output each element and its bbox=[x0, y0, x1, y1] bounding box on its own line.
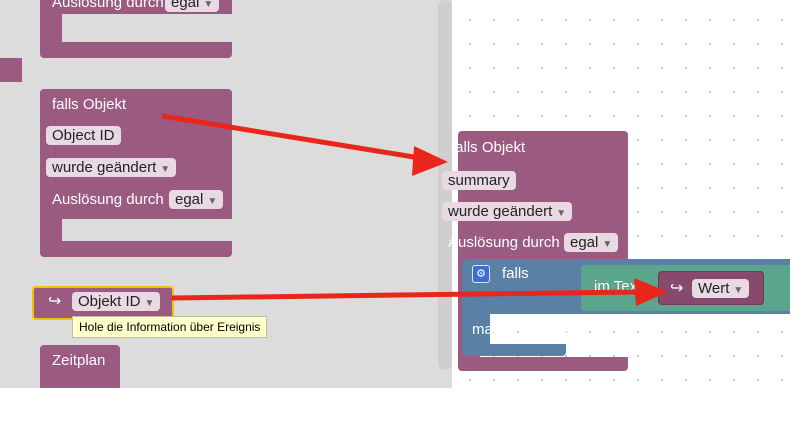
if-rail bbox=[462, 314, 490, 344]
chevron-down-icon: ▼ bbox=[602, 239, 613, 250]
trigger-label: Auslösung durch bbox=[52, 0, 164, 11]
event-value: wurde geändert bbox=[52, 159, 157, 176]
if-block-bottom bbox=[462, 344, 566, 356]
arrow-line-value bbox=[171, 289, 637, 301]
event-dropdown[interactable]: wurde geändert▼ bbox=[46, 158, 177, 177]
chevron-down-icon: ▼ bbox=[556, 208, 567, 219]
chevron-down-icon: ▼ bbox=[733, 285, 744, 296]
block-statement-rail bbox=[40, 14, 62, 42]
chevron-down-icon: ▼ bbox=[203, 0, 214, 10]
return-arrow-icon: ↪ bbox=[48, 293, 62, 310]
trigger-value: egal bbox=[175, 191, 204, 208]
trigger-label: Auslösung durch bbox=[448, 234, 560, 251]
event-dropdown[interactable]: wurde geändert▼ bbox=[442, 202, 573, 221]
object-id-field[interactable]: Object ID bbox=[46, 126, 121, 145]
block-bottom bbox=[458, 357, 628, 371]
block-statement-rail bbox=[40, 219, 62, 241]
value-dropdown[interactable]: Wert▼ bbox=[692, 279, 750, 298]
trigger-dropdown[interactable]: egal▼ bbox=[169, 190, 224, 209]
do-label: mache bbox=[472, 321, 518, 338]
arrow-line-object bbox=[161, 113, 421, 161]
tooltip: Hole die Information über Ereignis bbox=[72, 316, 268, 338]
chevron-down-icon: ▼ bbox=[160, 164, 171, 175]
block-bottom bbox=[40, 241, 232, 257]
torn-edge-bottom bbox=[0, 388, 812, 422]
value-label: Wert bbox=[698, 280, 730, 297]
object-block-title: falls Objekt bbox=[52, 96, 127, 113]
return-arrow-icon: ↪ bbox=[670, 280, 684, 297]
objekt-id-value: Objekt ID bbox=[78, 293, 141, 310]
trigger-dropdown[interactable]: egal▼ bbox=[165, 0, 220, 12]
object-block-title: falls Objekt bbox=[451, 139, 526, 156]
schedule-block[interactable] bbox=[40, 345, 120, 390]
trigger-value: egal bbox=[570, 234, 599, 251]
if-label: falls bbox=[502, 265, 529, 282]
gear-icon[interactable]: ⚙ bbox=[472, 265, 490, 283]
objekt-id-dropdown[interactable]: Objekt ID▼ bbox=[72, 292, 161, 311]
chevron-down-icon: ▼ bbox=[207, 196, 218, 207]
trigger-label: Auslösung durch bbox=[52, 191, 164, 208]
arrow-head-value bbox=[634, 278, 668, 306]
event-value: wurde geändert bbox=[448, 203, 553, 220]
block-bottom bbox=[40, 42, 232, 58]
arrow-head-object bbox=[412, 146, 448, 176]
block-edge bbox=[0, 58, 22, 82]
statement-slot bbox=[536, 314, 566, 342]
torn-edge-right bbox=[790, 0, 812, 422]
chevron-down-icon: ▼ bbox=[144, 298, 155, 309]
summary-field[interactable]: summary bbox=[442, 171, 516, 190]
schedule-block-title: Zeitplan bbox=[52, 352, 106, 369]
trigger-dropdown[interactable]: egal▼ bbox=[564, 233, 619, 252]
trigger-value: egal bbox=[171, 0, 200, 11]
statement-slot bbox=[62, 219, 232, 241]
